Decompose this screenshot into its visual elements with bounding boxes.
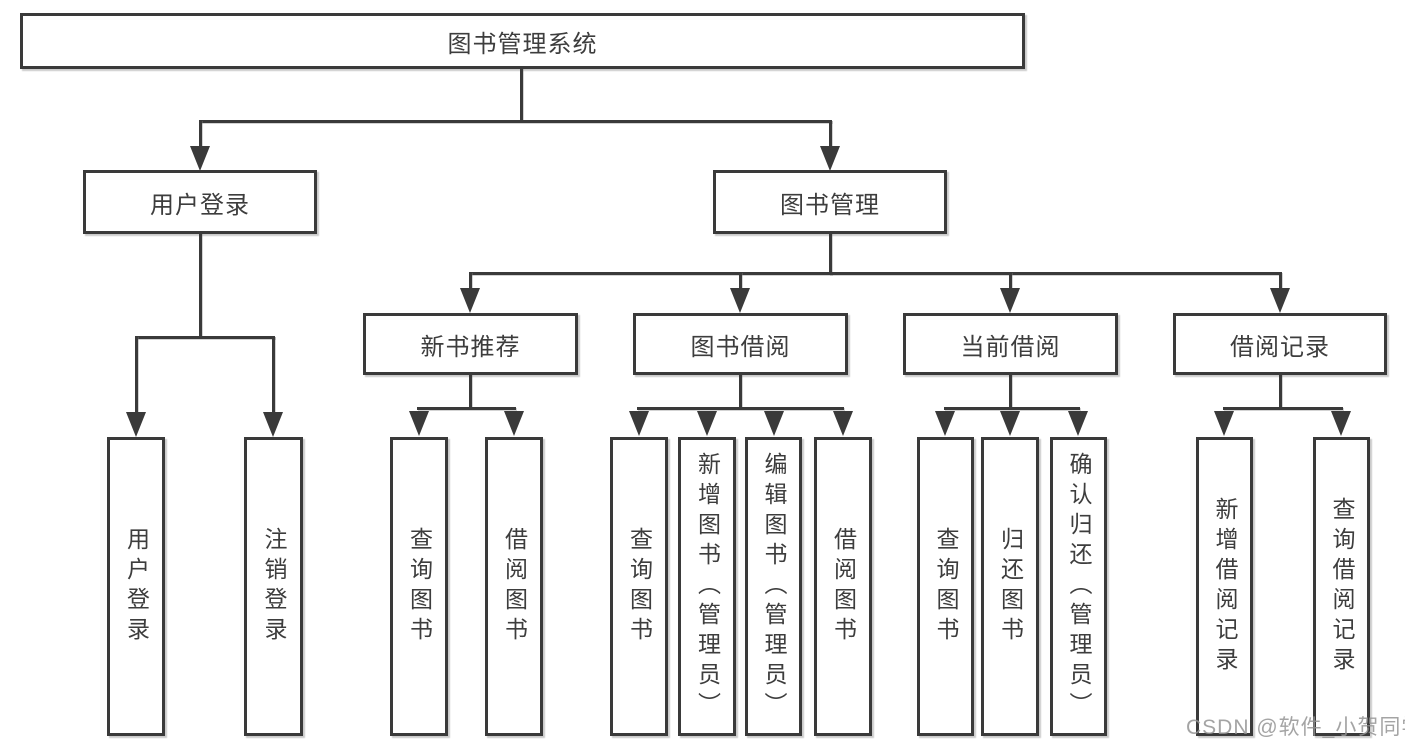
arrow-down-icon [730, 288, 750, 313]
node-library-management-system: 图书管理系统 [20, 13, 1025, 69]
node-label: 新增图书（管理员） [694, 451, 721, 722]
leaf-return-book: 归还图书 [981, 437, 1039, 736]
node-user-login: 用户登录 [83, 170, 317, 234]
node-current-borrow: 当前借阅 [903, 313, 1118, 375]
node-label: 用户登录 [123, 526, 150, 647]
arrow-down-icon [833, 411, 853, 436]
node-label: 查询图书 [406, 526, 433, 647]
connector-line [829, 233, 832, 275]
connector-line [1009, 374, 1012, 409]
arrow-down-icon [629, 411, 649, 436]
arrow-down-icon [697, 411, 717, 436]
connector-line [469, 272, 1281, 275]
connector-line [417, 407, 516, 410]
arrow-down-icon [764, 411, 784, 436]
arrow-down-icon [409, 411, 429, 436]
leaf-borrow-books-2: 借阅图书 [814, 437, 872, 736]
leaf-add-book-admin: 新增图书（管理员） [678, 437, 736, 736]
node-label: 用户登录 [150, 191, 250, 219]
connector-line [1279, 374, 1282, 409]
node-label: 查询图书 [933, 526, 959, 647]
connector-line [135, 336, 138, 414]
node-label: 新书推荐 [420, 333, 521, 361]
leaf-user-login: 用户登录 [107, 437, 165, 736]
leaf-query-books-1: 查询图书 [390, 437, 448, 736]
arrow-down-icon [190, 146, 210, 171]
node-borrow-records: 借阅记录 [1173, 313, 1387, 375]
leaf-logout: 注销登录 [244, 437, 303, 736]
arrow-down-icon [504, 411, 524, 436]
node-label: 借阅图书 [501, 526, 528, 647]
node-label: 编辑图书（管理员） [761, 451, 787, 722]
leaf-query-borrow-record: 查询借阅记录 [1313, 437, 1370, 736]
connector-line [1279, 272, 1282, 290]
connector-line [739, 272, 742, 290]
watermark-text: CSDN @软件_小贺同学 [1186, 716, 1405, 739]
node-label: 确认归还（管理员） [1066, 451, 1092, 722]
node-label: 图书管理 [780, 191, 880, 219]
connector-line [135, 336, 275, 339]
connector-line [739, 374, 742, 409]
connector-line [469, 272, 472, 290]
node-book-management: 图书管理 [713, 170, 947, 234]
leaf-edit-book-admin: 编辑图书（管理员） [745, 437, 802, 736]
connector-line [520, 68, 523, 121]
connector-line [1223, 407, 1343, 410]
arrow-down-icon [460, 288, 480, 313]
node-label: 归还图书 [997, 526, 1024, 647]
arrow-down-icon [1214, 411, 1234, 436]
connector-line [199, 233, 202, 338]
node-label: 查询图书 [626, 526, 653, 647]
arrow-down-icon [1068, 411, 1088, 436]
connector-line [199, 120, 832, 123]
node-label: 借阅记录 [1230, 333, 1330, 361]
leaf-confirm-return-admin: 确认归还（管理员） [1050, 437, 1107, 736]
node-new-book-recommend: 新书推荐 [363, 313, 578, 375]
node-label: 图书管理系统 [447, 30, 598, 58]
arrow-down-icon [1000, 411, 1020, 436]
node-label: 查询借阅记录 [1329, 496, 1355, 677]
connector-line [637, 407, 844, 410]
connector-line [944, 407, 1080, 410]
arrow-down-icon [1270, 288, 1290, 313]
arrow-down-icon [1000, 288, 1020, 313]
node-label: 当前借阅 [960, 333, 1061, 361]
leaf-add-borrow-record: 新增借阅记录 [1196, 437, 1253, 736]
connector-line [829, 120, 832, 148]
connector-line [272, 336, 275, 414]
arrow-down-icon [820, 146, 840, 171]
arrow-down-icon [263, 412, 283, 437]
node-label: 新增借阅记录 [1212, 496, 1238, 677]
node-label: 注销登录 [261, 526, 287, 647]
leaf-query-books-3: 查询图书 [917, 437, 974, 736]
node-label: 借阅图书 [830, 526, 857, 647]
leaf-borrow-books-1: 借阅图书 [485, 437, 543, 736]
connector-line [1009, 272, 1012, 290]
arrow-down-icon [935, 411, 955, 436]
node-book-borrow: 图书借阅 [633, 313, 848, 375]
connector-line [469, 374, 472, 409]
leaf-query-books-2: 查询图书 [610, 437, 668, 736]
connector-line [199, 120, 202, 148]
arrow-down-icon [1331, 411, 1351, 436]
arrow-down-icon [126, 412, 146, 437]
node-label: 图书借阅 [690, 333, 791, 361]
